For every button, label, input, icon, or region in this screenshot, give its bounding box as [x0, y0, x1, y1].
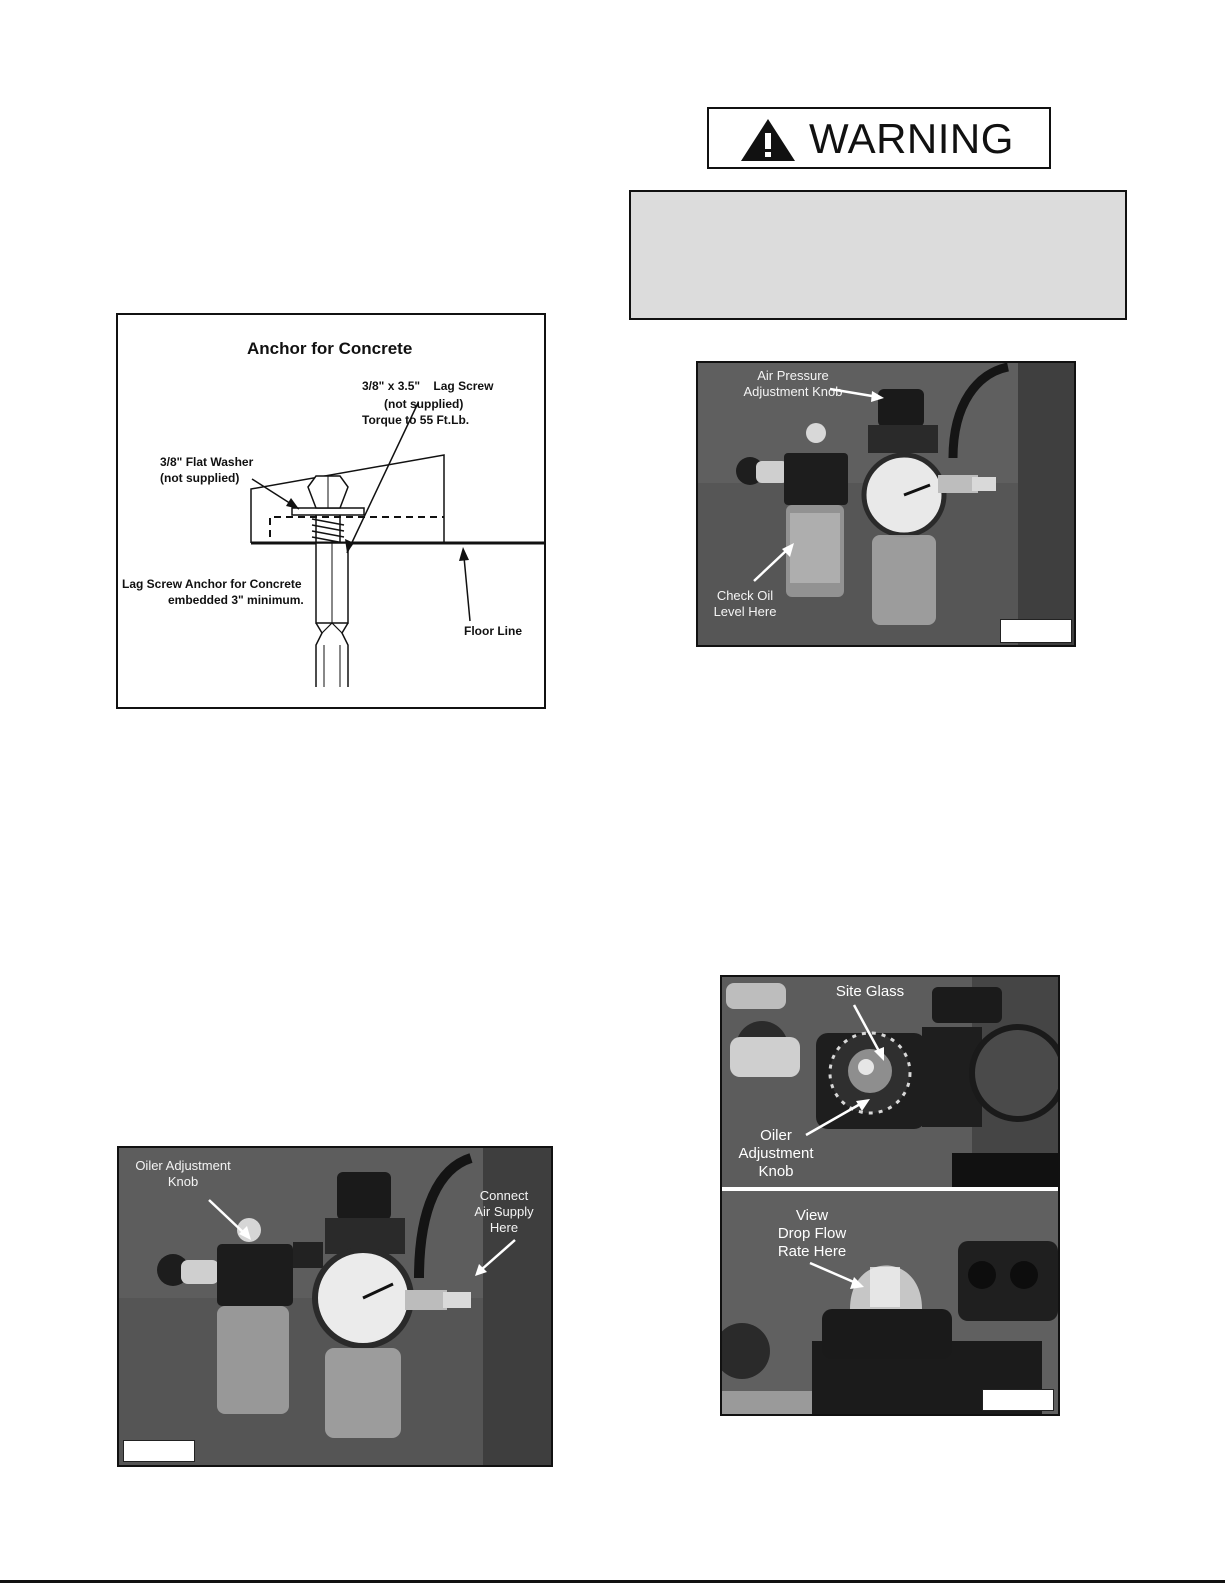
- floor-line-label: Floor Line: [464, 624, 522, 638]
- warning-body-text: [631, 192, 1125, 220]
- warning-triangle-icon: [741, 119, 795, 161]
- anchor-diagram-title: Anchor for Concrete: [247, 339, 413, 358]
- anchor-diagram-figure: Anchor for Concrete 3/8" x 3.5" Lag Scre…: [116, 313, 546, 709]
- torque-label: Torque to 55 Ft.Lb.: [362, 413, 470, 427]
- air-pressure-knob-label: Air Pressure Adjustment Knob: [743, 368, 843, 399]
- regulator-photo: Air Pressure Adjustment Knob Check Oil L…: [696, 361, 1076, 647]
- oiler-photo: Oiler Adjustment Knob Connect Air Supply…: [117, 1146, 553, 1467]
- site-glass-label: Site Glass: [835, 983, 905, 1000]
- site-glass-photo: Site Glass Oiler Adjustment Knob View Dr…: [720, 975, 1060, 1416]
- drop-flow-arrow-icon: [809, 1261, 864, 1289]
- oil-arrow-icon: [753, 543, 794, 582]
- site-glass-arrow-icon: [852, 1004, 884, 1061]
- oiler-adjustment-knob-label: Oiler Adjustment Knob: [135, 1158, 231, 1189]
- regulator-photo-drawing: [698, 363, 1074, 645]
- site-glass-top-drawing: [722, 977, 1058, 1187]
- warning-label: WARNING: [809, 115, 1014, 162]
- not-supplied-label-2: (not supplied): [160, 471, 240, 485]
- warning-box: [629, 190, 1127, 320]
- oiler-adjustment-knob-label-2: Oiler Adjustment Knob: [738, 1127, 814, 1180]
- embedded-label: embedded 3" minimum.: [168, 593, 304, 607]
- not-supplied-label-1: (not supplied): [384, 397, 464, 411]
- figure-number-tag: [123, 1440, 195, 1462]
- page-bottom-rule: [0, 1580, 1225, 1583]
- oiler-knob-arrow-icon: [208, 1199, 251, 1240]
- anchor-label: Lag Screw Anchor for Concrete: [122, 577, 302, 591]
- air-supply-arrow-icon: [475, 1239, 516, 1276]
- site-glass-bottom-panel: View Drop Flow Rate Here: [722, 1191, 1058, 1414]
- oiler-photo-drawing: [119, 1148, 551, 1465]
- knob-arrow-icon: [829, 387, 884, 402]
- site-glass-top-panel: Site Glass Oiler Adjustment Knob: [722, 977, 1058, 1187]
- check-oil-label: Check Oil Level Here: [713, 588, 777, 619]
- lag-screw-label: 3/8" x 3.5" Lag Screw: [362, 379, 494, 393]
- drop-flow-label: View Drop Flow Rate Here: [777, 1207, 847, 1260]
- figure-number-tag: [982, 1389, 1054, 1411]
- washer-label: 3/8" Flat Washer: [160, 455, 254, 469]
- warning-banner: WARNING: [707, 107, 1051, 169]
- site-glass-bottom-drawing: [722, 1191, 1058, 1414]
- connect-air-supply-label: Connect Air Supply Here: [474, 1188, 534, 1235]
- figure-number-tag: [1000, 619, 1072, 643]
- oiler-knob-arrow-icon-2: [805, 1099, 870, 1137]
- anchor-diagram-drawing: [250, 402, 544, 687]
